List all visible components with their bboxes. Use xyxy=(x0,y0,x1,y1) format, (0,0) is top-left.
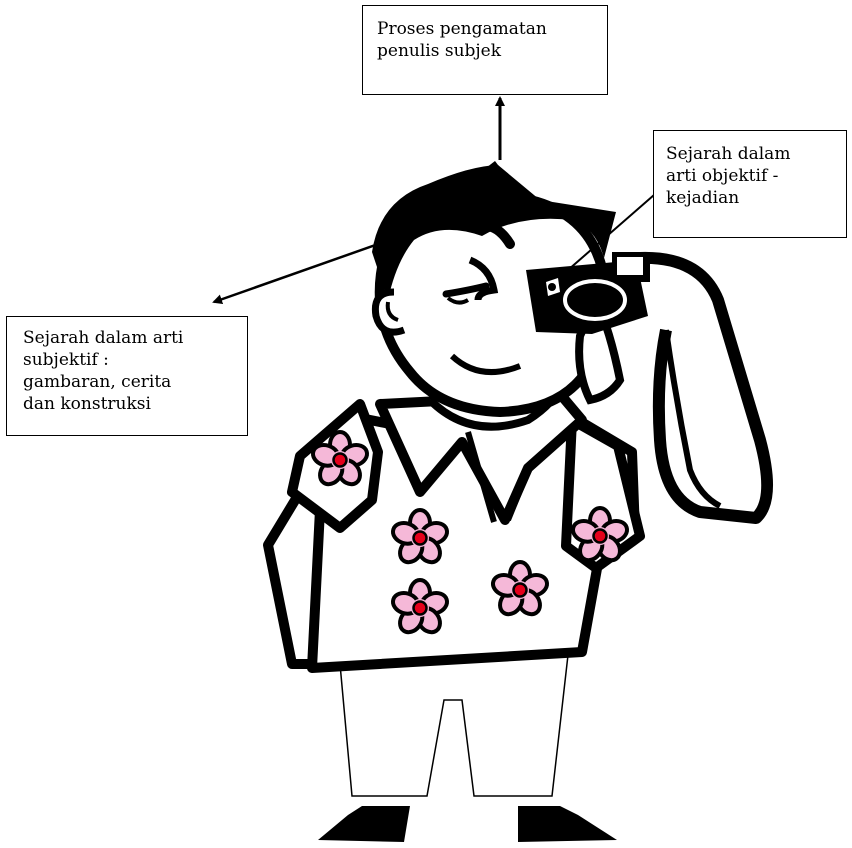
arrow-northeast-icon xyxy=(567,186,664,271)
hair xyxy=(372,165,616,300)
label-line: Sejarah dalam arti xyxy=(23,328,184,348)
label-subjective-history: Sejarah dalam arti subjektif : gambaran,… xyxy=(6,316,248,436)
label-line: dan konstruksi xyxy=(23,394,151,414)
camera-icon xyxy=(526,252,650,334)
camera-strap xyxy=(639,251,774,524)
arrow-southwest-icon xyxy=(212,240,385,305)
label-line: kejadian xyxy=(666,188,740,208)
label-line: gambaran, cerita xyxy=(23,372,172,392)
left-shoe xyxy=(318,806,410,842)
right-shoe xyxy=(518,806,617,842)
trousers xyxy=(339,654,569,797)
label-line: Proses pengamatan xyxy=(377,19,547,39)
label-line: penulis subjek xyxy=(377,41,502,61)
label-line: subjektif : xyxy=(23,350,109,370)
label-objective-history: Sejarah dalam arti objektif - kejadian xyxy=(653,130,847,238)
label-observation-process: Proses pengamatan penulis subjek xyxy=(362,5,608,95)
label-line: arti objektif - xyxy=(666,166,779,186)
label-line: Sejarah dalam xyxy=(666,144,791,164)
